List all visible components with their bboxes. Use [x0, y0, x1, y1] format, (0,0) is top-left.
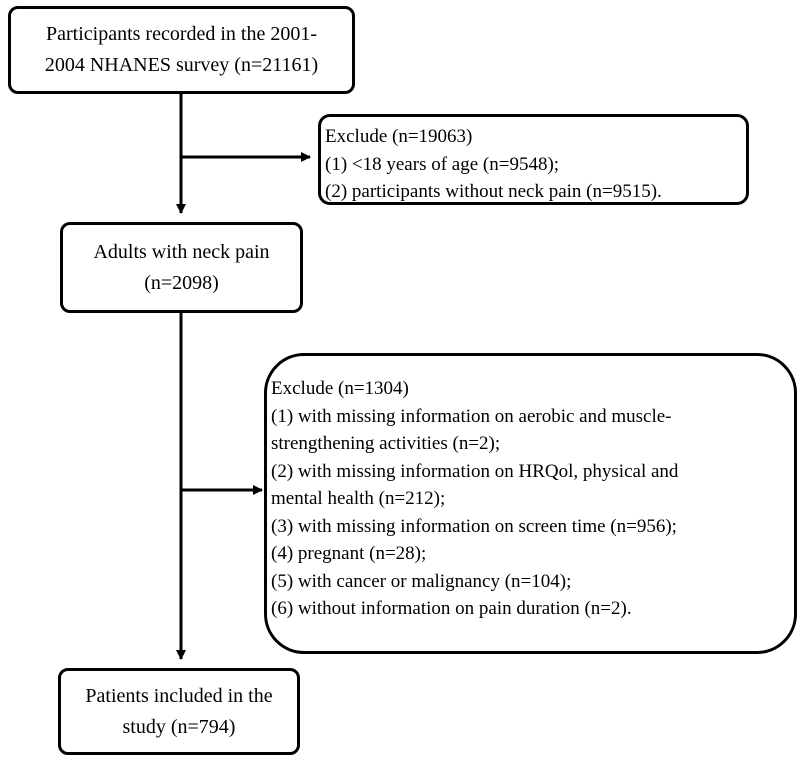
exclude2-line-2: strengthening activities (n=2);: [271, 433, 501, 454]
exclude2-line-6: (4) pregnant (n=28);: [271, 543, 427, 564]
patients-box: Patients included in the study (n=794): [58, 668, 300, 755]
participants-line2: 2004 NHANES survey (n=21161): [44, 54, 319, 76]
adults-line2: (n=2098): [144, 271, 219, 294]
adults-box: Adults with neck pain (n=2098): [60, 222, 303, 313]
exclude2-line-3: (2) with missing information on HRQol, p…: [271, 460, 679, 482]
exclude1-item-2: (2) participants without neck pain (n=95…: [325, 181, 662, 202]
participants-box: Participants recorded in the 2001- 2004 …: [8, 6, 355, 94]
exclude1-item-1: (1) <18 years of age (n=9548);: [325, 153, 560, 175]
exclude1-title: Exclude (n=19063): [325, 126, 473, 147]
exclude2-line-5: (3) with missing information on screen t…: [271, 515, 677, 537]
exclude2-box: Exclude (n=1304) (1) with missing inform…: [264, 353, 797, 654]
patients-line1: Patients included in the: [85, 684, 273, 707]
patients-line2: study (n=794): [122, 715, 236, 738]
exclude2-line-7: (5) with cancer or malignancy (n=104);: [271, 570, 572, 592]
adults-line1: Adults with neck pain: [93, 240, 270, 263]
exclude2-line-1: (1) with missing information on aerobic …: [271, 405, 672, 427]
exclude2-line-4: mental health (n=212);: [271, 488, 446, 509]
exclude1-box: Exclude (n=19063) (1) <18 years of age (…: [318, 114, 749, 205]
participants-line1: Participants recorded in the 2001-: [45, 23, 318, 45]
exclude2-title: Exclude (n=1304): [271, 378, 409, 399]
exclude2-line-8: (6) without information on pain duration…: [271, 598, 632, 619]
